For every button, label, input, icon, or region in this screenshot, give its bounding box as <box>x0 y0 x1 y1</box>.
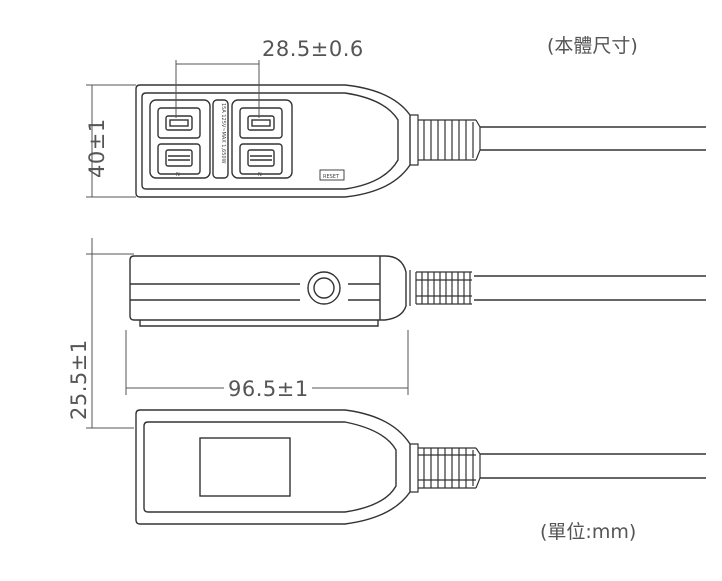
outlet-right <box>239 107 283 175</box>
reset-knob-outer <box>307 271 341 305</box>
side-body-outline <box>129 255 407 321</box>
side-strain-relief <box>409 270 472 306</box>
rating-strip <box>212 99 229 179</box>
label-window <box>199 437 291 497</box>
neutral-mark-right: N <box>258 172 262 178</box>
bottom-body-outline <box>135 409 411 525</box>
dim-socket-spacing <box>175 60 260 118</box>
dim-socket-spacing-label: 28.5±0.6 <box>262 37 364 61</box>
bottom-cable <box>480 453 706 479</box>
socket-panel-right <box>231 99 293 179</box>
reset-button-outline <box>319 169 345 181</box>
top-body-outline <box>135 84 411 198</box>
dim-body-length <box>125 330 409 395</box>
note-body-size: (本體尺寸) <box>547 35 638 57</box>
top-body-inner <box>141 92 399 190</box>
reset-label: RESET <box>323 174 340 180</box>
bottom-strain-relief <box>410 443 481 493</box>
reset-knob-inner <box>313 277 335 299</box>
outlet-left <box>157 107 201 175</box>
top-view <box>135 84 706 198</box>
dim-body-width-label: 40±1 <box>85 118 109 178</box>
dim-body-length-label: 96.5±1 <box>228 377 309 401</box>
socket-panel-left <box>149 99 211 179</box>
side-cable <box>474 275 706 301</box>
dim-body-width <box>86 84 136 198</box>
neutral-mark-left: N <box>176 172 180 178</box>
top-strain-relief <box>410 114 481 166</box>
bottom-body-inner <box>143 421 397 513</box>
top-cable <box>480 126 706 151</box>
bottom-view <box>135 409 706 525</box>
note-unit: (單位:mm) <box>540 521 636 543</box>
dim-body-height <box>86 238 134 429</box>
dim-body-height-label: 25.5±1 <box>67 339 91 420</box>
rating-label: 15A 125V~MAX 1,650W <box>220 103 226 164</box>
side-view <box>129 255 706 327</box>
